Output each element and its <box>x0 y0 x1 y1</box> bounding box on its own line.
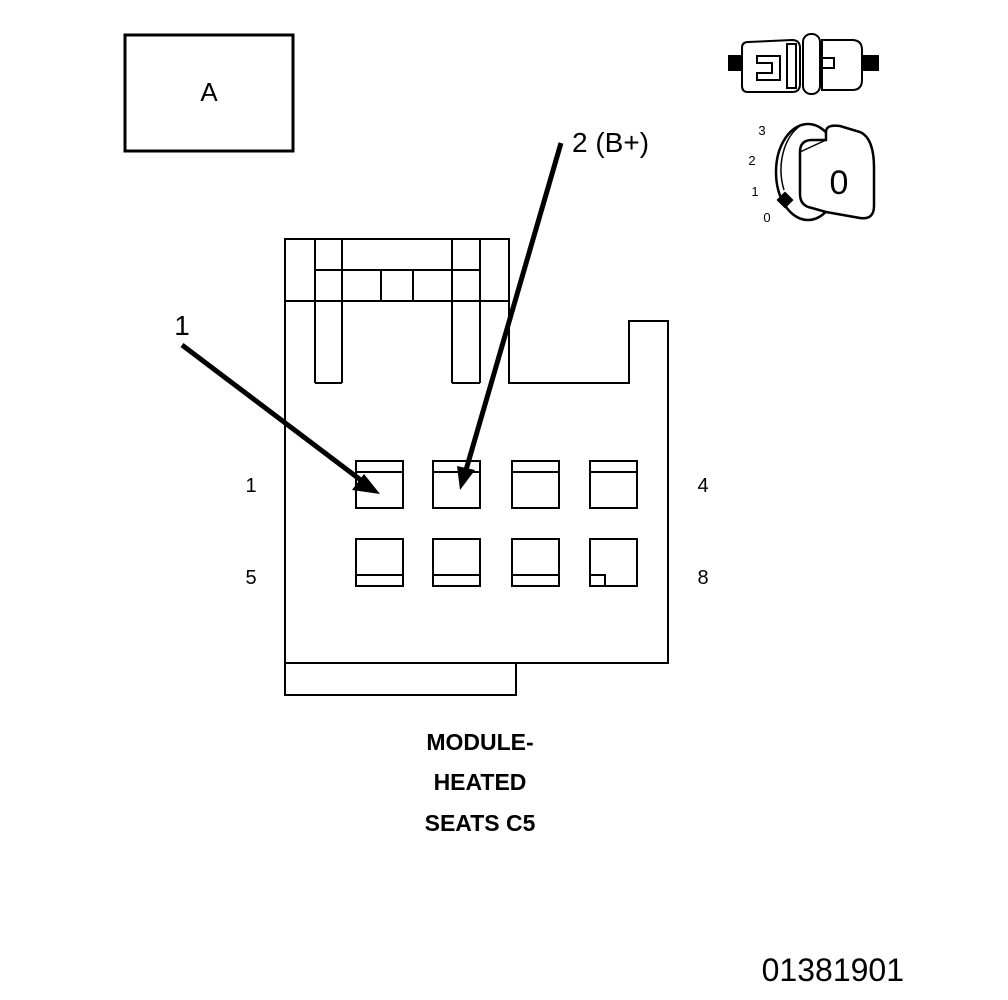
callout-label-pin-2: 2 (B+) <box>572 127 649 158</box>
pin-cavity-5 <box>355 538 404 587</box>
row-label-pin-1: 1 <box>245 475 256 497</box>
pin-cavity-4 <box>589 460 638 509</box>
connector-unlocked-icon <box>728 33 879 95</box>
pin-cavity-7 <box>511 538 560 587</box>
pin-cavity-2 <box>432 460 481 509</box>
connector-body <box>284 238 669 696</box>
caption-line-1: MODULE- <box>426 729 534 755</box>
ignition-key-position: 0 <box>830 164 849 202</box>
view-label: A <box>200 77 218 107</box>
callout-arrow-pin-1 <box>180 343 380 494</box>
pin-cavities-top-row <box>355 460 638 509</box>
caption-line-2: HEATED <box>433 769 527 795</box>
pin-cavity-8 <box>589 538 638 587</box>
pin-cavities-bottom-row <box>355 538 638 587</box>
callout-label-pin-1: 1 <box>174 310 190 341</box>
view-label-box: A <box>123 33 295 153</box>
pin-cavity-3 <box>511 460 560 509</box>
ignition-indicator-mark <box>776 191 794 209</box>
ignition-position-1: 1 <box>751 184 758 199</box>
ignition-position-0: 0 <box>763 210 770 225</box>
ignition-position-3: 3 <box>758 123 765 138</box>
caption-line-3: SEATS C5 <box>424 810 536 836</box>
row-label-pin-8: 8 <box>697 567 708 589</box>
row-label-pin-5: 5 <box>245 567 256 589</box>
row-label-pin-4: 4 <box>697 475 708 497</box>
ignition-position-2: 2 <box>748 153 755 168</box>
callout-arrow-pin-2 <box>457 142 564 490</box>
ignition-key-icon: 3 2 1 0 0 <box>748 122 876 225</box>
pin-cavity-6 <box>432 538 481 587</box>
figure-number: 01381901 <box>761 952 904 988</box>
